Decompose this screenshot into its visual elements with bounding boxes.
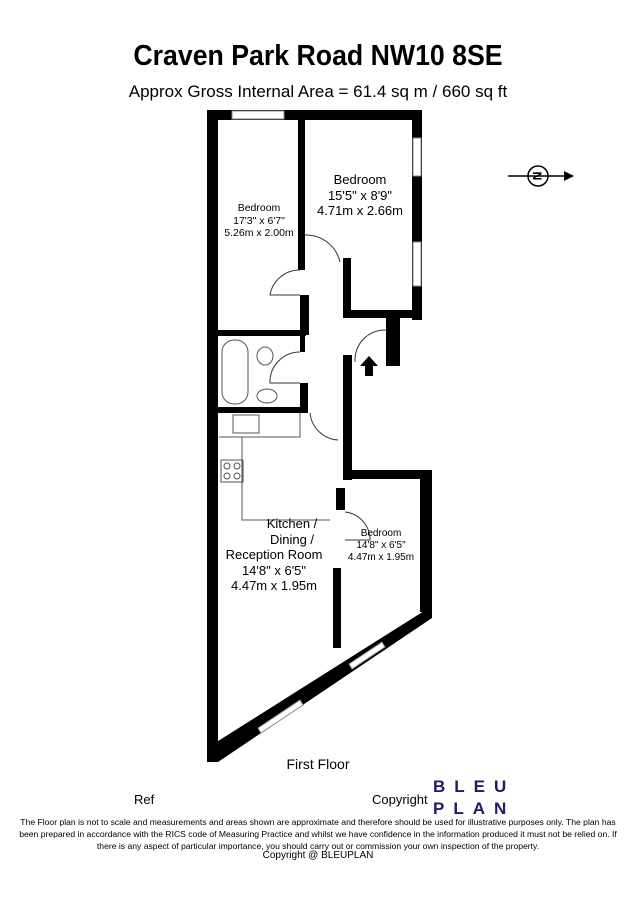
room-bedroom-3: Bedroom 14'8" x 6'5" 4.47m x 1.95m xyxy=(340,528,422,564)
room-imperial: 17'3" x 6'7" xyxy=(233,214,285,227)
logo-line-2: PLAN xyxy=(433,799,516,818)
room-imperial: 15'5" x 8'9" xyxy=(327,187,393,203)
compass-label: N xyxy=(530,172,544,181)
room-name: Bedroom xyxy=(237,202,281,214)
room-name: Kitchen / xyxy=(266,516,318,531)
room-bedroom-2: Bedroom 15'5" x 8'9" 4.71m x 2.66m xyxy=(308,172,412,219)
room-metric: 5.26m x 2.00m xyxy=(224,227,294,240)
room-metric: 4.71m x 2.66m xyxy=(317,203,403,219)
room-kitchen-reception: Kitchen / Dining / Reception Room 14'8" … xyxy=(212,516,336,594)
room-bedroom-1: Bedroom 17'3" x 6'7" 5.26m x 2.00m xyxy=(218,202,300,240)
ref-label: Ref xyxy=(134,792,155,807)
fixtures xyxy=(219,339,330,521)
doors xyxy=(269,234,387,541)
walls xyxy=(207,110,432,762)
room-metric: 4.47m x 1.95m xyxy=(231,578,317,594)
windows xyxy=(231,110,422,734)
entrance-arrow-icon xyxy=(360,356,378,376)
room-name-3: Reception Room xyxy=(225,547,323,563)
room-imperial: 14'8" x 6'5" xyxy=(356,540,406,551)
copyright-label: Copyright xyxy=(372,792,428,807)
room-imperial: 14'8" x 6'5" xyxy=(241,562,307,578)
room-name: Bedroom xyxy=(360,528,402,539)
room-name: Bedroom xyxy=(333,172,387,187)
compass-icon xyxy=(508,165,574,187)
disclaimer: The Floor plan is not to scale and measu… xyxy=(19,817,617,851)
page-title: Craven Park Road NW10 8SE xyxy=(133,40,503,72)
logo-line-1: BLEU xyxy=(433,777,516,796)
area-subtitle: Approx Gross Internal Area = 61.4 sq m /… xyxy=(128,82,508,101)
floor-label: First Floor xyxy=(286,756,350,772)
room-metric: 4.47m x 1.95m xyxy=(347,552,415,563)
bleuplan-logo: BLEU PLAN xyxy=(433,776,515,820)
room-name-2: Dining / xyxy=(269,531,315,547)
diagonal-wall xyxy=(207,606,432,762)
copyright-footer: Copyright @ BLEUPLAN xyxy=(262,850,374,861)
